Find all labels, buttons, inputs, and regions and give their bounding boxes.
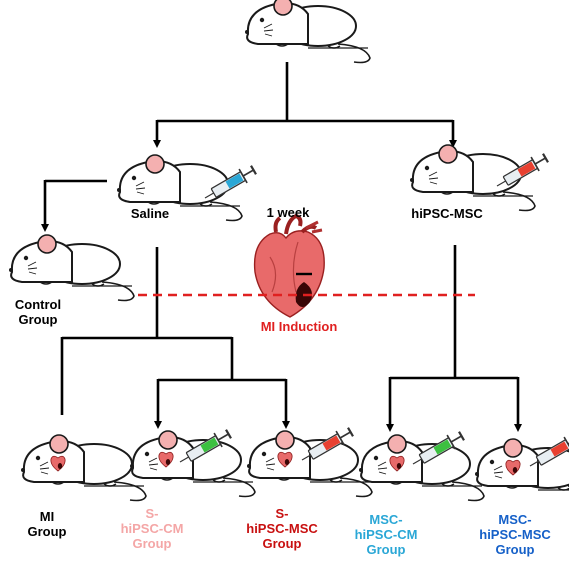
mi-induction-label: MI Induction	[260, 319, 338, 334]
s-hipsc-msc-label-line-2: hiPSC-MSC	[246, 521, 318, 536]
msc-hipsc-cm-mouse-icon	[358, 427, 485, 502]
mi-group-mouse-icon	[20, 434, 147, 502]
mi-group-label-line-2: Group	[27, 524, 67, 539]
one-week-label: 1 week	[266, 205, 310, 220]
hipsc-msc-label: hiPSC-MSC	[411, 206, 483, 221]
s-hipsc-cm-label-line-1: S-	[145, 506, 159, 521]
s-hipsc-cm-label-line-2: hiPSC-CM	[120, 521, 184, 536]
msc-hipsc-msc-label-line-2: hiPSC-MSC	[479, 527, 551, 542]
msc-hipsc-msc-label-line-1: MSC-	[498, 512, 532, 527]
control-group-label-line-2: Group	[18, 312, 58, 327]
flow-connectors	[41, 62, 522, 432]
msc-hipsc-cm-label-line-3: Group	[366, 542, 406, 557]
s-hipsc-msc-label-line-3: Group	[262, 536, 302, 551]
control-mouse-icon	[8, 234, 135, 302]
msc-hipsc-cm-label-line-1: MSC-	[369, 512, 403, 527]
s-hipsc-msc-group-label: S- hiPSC-MSC Group	[240, 506, 324, 551]
s-hipsc-cm-mouse-icon	[129, 425, 256, 498]
s-hipsc-cm-label-line-3: Group	[132, 536, 172, 551]
mi-group-label-line-1: MI	[39, 509, 55, 524]
mi-group-label: MI Group	[22, 509, 72, 539]
msc-hipsc-msc-label-line-3: Group	[495, 542, 535, 557]
control-group-label: Control Group	[8, 297, 68, 327]
msc-hipsc-cm-label-line-2: hiPSC-CM	[354, 527, 418, 542]
heart-icon	[253, 213, 325, 318]
top-mouse-icon	[244, 0, 371, 64]
s-hipsc-cm-group-label: S- hiPSC-CM Group	[114, 506, 190, 551]
s-hipsc-msc-mouse-icon	[246, 423, 373, 498]
s-hipsc-msc-label-line-1: S-	[275, 506, 289, 521]
msc-hipsc-msc-group-label: MSC- hiPSC-MSC Group	[470, 512, 560, 557]
msc-hipsc-msc-mouse-icon	[474, 429, 569, 506]
msc-hipsc-cm-group-label: MSC- hiPSC-CM Group	[348, 512, 424, 557]
saline-label: Saline	[130, 206, 170, 221]
control-group-label-line-1: Control	[14, 297, 62, 312]
